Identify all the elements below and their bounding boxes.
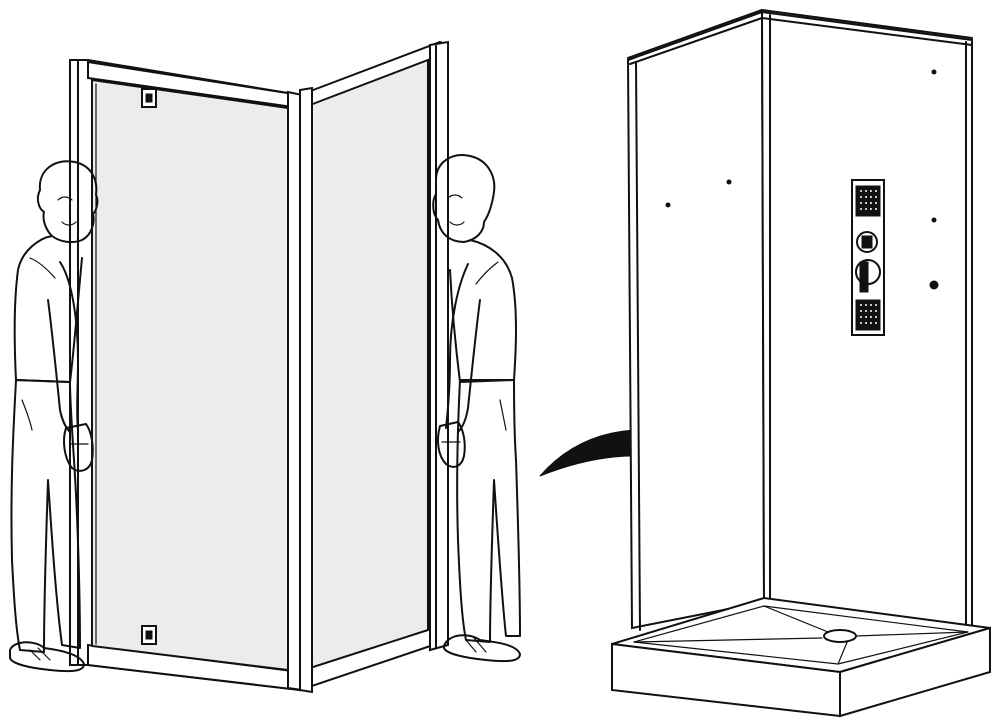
wall-plug-icon [930, 281, 938, 289]
drain-icon [824, 630, 856, 642]
shower-enclosure [612, 10, 990, 716]
side-panel [300, 42, 448, 692]
door-glass [92, 80, 288, 670]
left-wall [628, 12, 764, 628]
door-assembly [70, 42, 448, 692]
shower-control-panel [852, 180, 884, 335]
side-panel-glass [310, 60, 428, 668]
